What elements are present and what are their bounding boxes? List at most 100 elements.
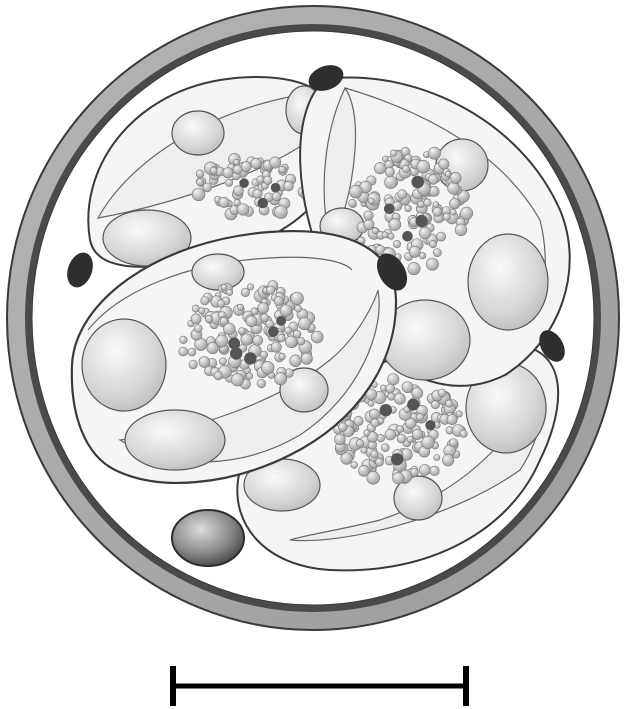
- nucleus-dot: [230, 347, 242, 359]
- granule: [433, 202, 439, 208]
- granule: [364, 211, 374, 221]
- granule: [221, 284, 227, 290]
- granule: [301, 353, 312, 364]
- granule: [361, 447, 367, 453]
- granule: [214, 372, 222, 380]
- granule: [449, 199, 459, 209]
- granule: [422, 436, 435, 449]
- granule: [393, 472, 405, 484]
- granule: [284, 181, 294, 191]
- nucleus-dot: [407, 399, 419, 411]
- granule: [433, 249, 441, 257]
- granule: [291, 292, 304, 305]
- granule: [409, 246, 420, 257]
- nucleus-dot: [384, 204, 395, 215]
- granule: [377, 434, 385, 442]
- granule: [385, 167, 394, 176]
- granule: [219, 358, 226, 365]
- granule: [261, 314, 269, 322]
- granule: [382, 232, 388, 238]
- granule: [368, 198, 374, 204]
- granule: [445, 171, 451, 177]
- granule: [371, 451, 378, 458]
- granule: [429, 241, 436, 248]
- granule: [388, 393, 395, 400]
- granule: [397, 426, 404, 433]
- granule: [426, 258, 438, 270]
- granule: [290, 355, 302, 367]
- nucleus-dot: [239, 178, 249, 188]
- granule: [349, 199, 357, 207]
- granule: [443, 213, 450, 220]
- granule: [358, 465, 369, 476]
- granule: [203, 183, 212, 192]
- granule: [389, 219, 401, 231]
- granule: [179, 347, 188, 356]
- granule: [237, 204, 249, 216]
- nucleus-dot: [402, 231, 413, 242]
- granule: [257, 379, 266, 388]
- granule: [405, 205, 412, 212]
- granule: [246, 316, 257, 327]
- granule: [437, 232, 446, 241]
- granule: [450, 209, 456, 215]
- granule: [447, 415, 457, 425]
- granule: [428, 147, 440, 159]
- granule: [220, 317, 228, 325]
- nucleus-dot: [244, 352, 256, 364]
- granule: [297, 338, 305, 346]
- granule: [285, 336, 297, 348]
- granule: [419, 227, 431, 239]
- granule: [356, 440, 363, 447]
- granule: [339, 423, 348, 432]
- granule: [257, 176, 265, 184]
- granule: [210, 167, 217, 174]
- granule: [219, 197, 229, 207]
- granule: [394, 393, 405, 404]
- granule: [275, 373, 287, 385]
- granule: [390, 150, 397, 157]
- granule: [402, 382, 413, 393]
- granule: [334, 434, 345, 445]
- granule: [374, 162, 386, 174]
- granule: [246, 373, 253, 380]
- granule: [261, 361, 274, 374]
- granule: [388, 233, 394, 239]
- granule: [233, 165, 242, 174]
- granule: [237, 304, 243, 310]
- granule: [372, 228, 378, 234]
- nucleus-dot: [258, 198, 268, 208]
- granule: [424, 199, 432, 207]
- granule: [460, 207, 472, 219]
- granule: [412, 387, 423, 398]
- granule: [448, 183, 460, 195]
- nucleus-dot: [228, 338, 240, 350]
- granule: [192, 188, 205, 201]
- granule: [188, 348, 196, 356]
- granule: [439, 159, 449, 169]
- granule: [446, 400, 453, 407]
- granule: [196, 170, 204, 178]
- granule: [369, 409, 379, 419]
- nucleus-dot: [268, 326, 279, 337]
- granule: [199, 308, 205, 314]
- granule: [295, 305, 302, 312]
- granule: [241, 334, 253, 346]
- granule: [460, 430, 467, 437]
- granule: [433, 207, 442, 216]
- granule: [381, 444, 389, 452]
- granule: [247, 284, 253, 290]
- granule: [371, 419, 379, 427]
- granule: [434, 455, 440, 461]
- granule: [385, 429, 396, 440]
- granule: [272, 192, 281, 201]
- granule: [274, 206, 287, 219]
- granule: [216, 335, 228, 347]
- granule: [349, 185, 362, 198]
- granule: [412, 429, 422, 439]
- nucleus-dot: [416, 215, 428, 227]
- granule: [408, 262, 420, 274]
- granule: [455, 224, 467, 236]
- granule: [266, 286, 275, 295]
